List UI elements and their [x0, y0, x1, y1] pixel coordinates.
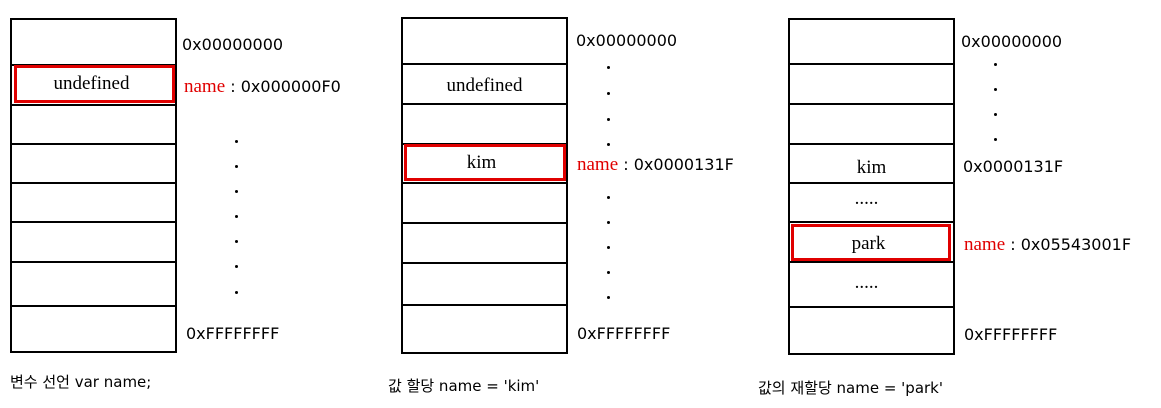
memory-block — [788, 18, 955, 355]
panel-caption: 값의 재할당 name = 'park' — [758, 379, 943, 397]
pointer-label: name : 0x0000131F — [577, 154, 734, 176]
memory-divider — [10, 182, 177, 184]
cell-value: ..... — [854, 188, 879, 209]
variable-name: name — [577, 154, 619, 175]
memory-divider — [10, 143, 177, 145]
pointer-colon: : — [230, 77, 236, 96]
pointer-colon: : — [1010, 235, 1016, 254]
pointer-address: 0x0000131F — [633, 155, 734, 174]
pointer-colon: : — [623, 155, 629, 174]
memory-divider — [788, 306, 955, 308]
pointer-label: name : 0x05543001F — [964, 234, 1131, 256]
memory-divider — [788, 261, 955, 263]
panel-caption: 값 할당 name = 'kim' — [388, 377, 540, 395]
memory-divider — [10, 305, 177, 307]
cell-value: park — [851, 233, 886, 254]
memory-divider — [10, 104, 177, 106]
old-address: 0x0000131F — [963, 157, 1064, 176]
bottom-address: 0xFFFFFFFF — [186, 324, 280, 343]
highlighted-cell — [791, 224, 951, 261]
memory-divider — [401, 222, 568, 224]
pointer-address: 0x05543001F — [1020, 235, 1132, 254]
memory-divider — [788, 103, 955, 105]
pointer-address: 0x000000F0 — [240, 77, 341, 96]
memory-divider — [788, 182, 955, 184]
variable-name: name — [964, 234, 1006, 255]
bottom-address: 0xFFFFFFFF — [964, 325, 1058, 344]
memory-divider — [10, 221, 177, 223]
top-address: 0x00000000 — [961, 32, 1063, 51]
cell-value: ..... — [854, 272, 879, 293]
highlighted-cell — [404, 144, 566, 181]
memory-divider — [788, 63, 955, 65]
cell-value: undefined — [446, 75, 523, 96]
memory-divider — [788, 221, 955, 223]
memory-block — [10, 18, 177, 353]
memory-divider — [401, 63, 568, 65]
memory-divider — [401, 182, 568, 184]
memory-divider — [10, 261, 177, 263]
top-address: 0x00000000 — [576, 31, 678, 50]
memory-divider — [401, 103, 568, 105]
cell-value: kim — [466, 152, 497, 173]
pointer-label: name : 0x000000F0 — [184, 76, 341, 98]
memory-block — [401, 17, 568, 354]
top-address: 0x00000000 — [182, 35, 284, 54]
memory-divider — [401, 262, 568, 264]
highlighted-cell — [14, 65, 175, 103]
cell-value: kim — [856, 157, 887, 178]
panel-caption: 변수 선언 var name; — [10, 373, 152, 391]
cell-value: undefined — [53, 73, 130, 94]
bottom-address: 0xFFFFFFFF — [577, 324, 671, 343]
memory-divider — [401, 304, 568, 306]
memory-divider — [788, 143, 955, 145]
variable-name: name — [184, 76, 226, 97]
